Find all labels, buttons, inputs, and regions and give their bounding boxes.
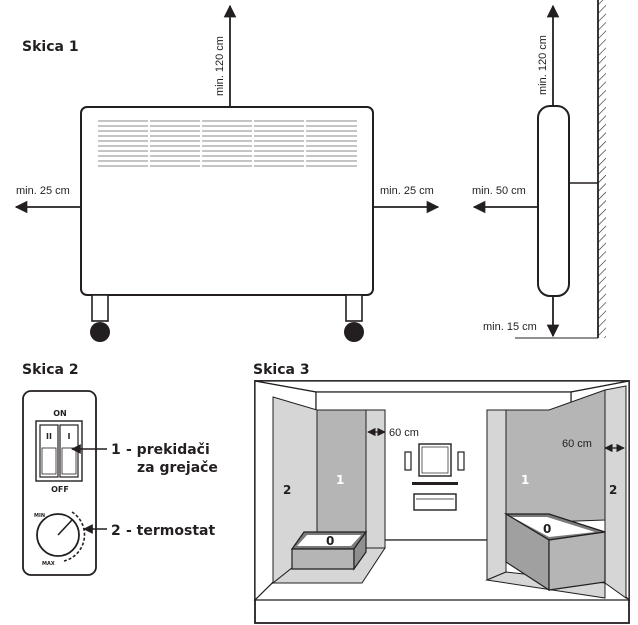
min-label: MIN xyxy=(34,513,45,519)
zone-2-left-label: 2 xyxy=(283,483,291,497)
right-distance-label: 60 cm xyxy=(562,438,592,450)
zone-1-left-label: 1 xyxy=(336,473,344,487)
wall-lamp-right xyxy=(457,451,465,471)
zone-1-right xyxy=(505,389,606,523)
clearance-left-label: min. 25 cm xyxy=(16,185,70,197)
wheel-right xyxy=(344,322,364,342)
zone-2-right-label: 2 xyxy=(609,483,617,497)
left-distance-label: 60 cm xyxy=(389,427,419,439)
ceiling xyxy=(254,380,630,393)
heater-side xyxy=(537,105,570,297)
sketch2-title: Skica 2 xyxy=(22,362,79,378)
side-front-label: min. 50 cm xyxy=(472,185,526,197)
sketch1-side-view: min. 120 cm min. 50 cm min. 15 cm xyxy=(472,0,606,339)
max-label: MAX xyxy=(42,561,55,567)
callout1-number: 1 xyxy=(111,442,121,458)
heater-grille xyxy=(98,119,357,168)
wall-lamp-left xyxy=(404,451,412,471)
on-label: ON xyxy=(53,409,67,418)
callout2-text: - termostat xyxy=(126,523,215,539)
wheel-left xyxy=(90,322,110,342)
switch-left-label: II xyxy=(46,432,52,441)
side-top-label: min. 120 cm xyxy=(537,35,549,95)
wall-hatch xyxy=(598,0,606,338)
zone-0-left-label: 0 xyxy=(326,534,334,548)
callout2-number: 2 xyxy=(111,523,121,539)
zone-0-right-label: 0 xyxy=(543,522,551,536)
side-bottom-label: min. 15 cm xyxy=(483,321,537,333)
off-label: OFF xyxy=(51,485,69,494)
heater-feet xyxy=(90,294,364,342)
clearance-top-label: min. 120 cm xyxy=(214,36,226,96)
sketch3-bathroom: Skica 3 2 1 0 60 cm 1 xyxy=(253,362,631,624)
sketch1-front-view: Skica 1 xyxy=(14,4,440,342)
zone-1-right-label: 1 xyxy=(521,473,529,487)
zone-1-left xyxy=(316,409,367,535)
switch-right-label: I xyxy=(68,432,71,441)
shelf xyxy=(412,482,458,485)
sketch1-title: Skica 1 xyxy=(22,39,79,55)
sketch3-title: Skica 3 xyxy=(253,362,310,378)
clearance-right-label: min. 25 cm xyxy=(380,185,434,197)
thermostat-pointer xyxy=(57,519,73,536)
heater-body xyxy=(80,106,374,296)
sketch2-controls: Skica 2 ON OFF II I MIN MAX 1 - prekidač… xyxy=(22,362,218,576)
thermostat-scale xyxy=(63,511,86,562)
callout1-text-line1: - prekidači xyxy=(126,442,210,458)
callout1-text-line2: za grejače xyxy=(137,460,218,476)
sink-cabinet xyxy=(413,493,457,511)
